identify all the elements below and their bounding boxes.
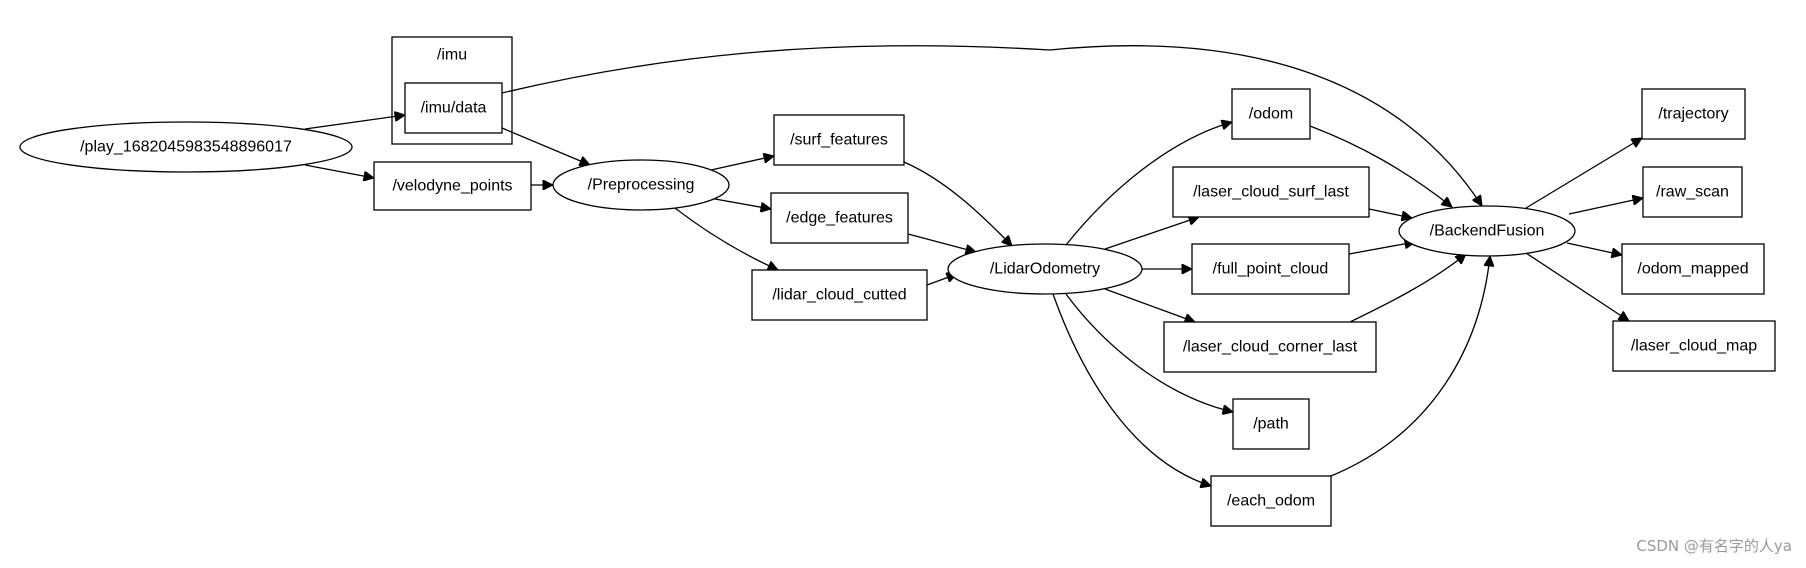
topic-surf-features[interactable]: /surf_features bbox=[773, 114, 905, 166]
topic-surf-features-shape bbox=[773, 114, 905, 166]
topic-each-odom-shape bbox=[1210, 475, 1332, 527]
edge-play-to-imu-data bbox=[304, 115, 405, 130]
topic-full-point-cloud-label: /full_point_cloud bbox=[1213, 261, 1329, 278]
topic-odom[interactable]: /odom bbox=[1231, 88, 1311, 140]
edge-imu-data-to-preprocessing bbox=[501, 127, 590, 165]
node-play-shape bbox=[19, 121, 353, 173]
topic-path-shape bbox=[1232, 398, 1310, 450]
topic-path-label: /path bbox=[1253, 416, 1289, 433]
edge-preprocessing-to-surf-features bbox=[710, 156, 774, 171]
topic-laser-cloud-surf-last[interactable]: /laser_cloud_surf_last bbox=[1172, 166, 1370, 218]
topic-laser-cloud-corner-last-label: /laser_cloud_corner_last bbox=[1183, 339, 1358, 356]
edge-lidar-odometry-to-odom bbox=[1065, 122, 1232, 246]
watermark-text: CSDN @有名字的人ya bbox=[1636, 537, 1792, 555]
topic-trajectory[interactable]: /trajectory bbox=[1641, 88, 1746, 140]
clusters-layer: /imu bbox=[391, 36, 513, 145]
topic-each-odom-label: /each_odom bbox=[1227, 493, 1315, 510]
topic-imu-data-label: /imu/data bbox=[421, 100, 487, 117]
node-preprocessing[interactable]: /Preprocessing bbox=[552, 159, 730, 211]
node-play[interactable]: /play_1682045983548896017 bbox=[19, 121, 353, 173]
topic-lidar-cloud-cutted-label: /lidar_cloud_cutted bbox=[772, 287, 906, 304]
topic-velodyne-points-label: /velodyne_points bbox=[392, 178, 512, 195]
topic-trajectory-label: /trajectory bbox=[1658, 106, 1728, 123]
node-preprocessing-shape bbox=[552, 159, 730, 211]
edge-lidar-odometry-to-laser-cloud-corner-last bbox=[1104, 288, 1195, 322]
topic-surf-features-label: /surf_features bbox=[790, 132, 888, 149]
edges-layer bbox=[304, 45, 1643, 486]
topic-odom-label: /odom bbox=[1249, 106, 1293, 123]
edge-play-to-velodyne-points bbox=[304, 164, 374, 178]
node-preprocessing-label: /Preprocessing bbox=[588, 177, 695, 194]
edge-backend-fusion-to-odom-mapped bbox=[1566, 242, 1622, 255]
topic-edge-features-label: /edge_features bbox=[786, 210, 893, 227]
topic-laser-cloud-corner-last[interactable]: /laser_cloud_corner_last bbox=[1163, 321, 1377, 373]
edge-lidar-odometry-to-each-odom bbox=[1052, 293, 1211, 486]
topic-edge-features-shape bbox=[770, 192, 909, 244]
topic-lidar-cloud-cutted[interactable]: /lidar_cloud_cutted bbox=[751, 269, 928, 321]
edge-edge-features-to-lidar-odometry bbox=[907, 233, 976, 252]
edge-laser-cloud-corner-last-to-backend-fusion bbox=[1349, 254, 1466, 323]
topic-full-point-cloud-shape bbox=[1191, 243, 1350, 295]
edge-backend-fusion-to-laser-cloud-map bbox=[1525, 252, 1629, 321]
topic-imu-data-shape bbox=[404, 82, 503, 134]
node-lidar-odometry-label: /LidarOdometry bbox=[990, 261, 1100, 278]
topic-full-point-cloud[interactable]: /full_point_cloud bbox=[1191, 243, 1350, 295]
edge-lidar-odometry-to-laser-cloud-surf-last bbox=[1104, 217, 1199, 250]
nodes-layer: /play_1682045983548896017/imu/data/velod… bbox=[19, 82, 1776, 527]
edge-preprocessing-to-edge-features bbox=[714, 198, 771, 209]
edge-preprocessing-to-lidar-cloud-cutted bbox=[674, 207, 778, 270]
edge-laser-cloud-surf-last-to-backend-fusion bbox=[1368, 208, 1412, 218]
topic-laser-cloud-map[interactable]: /laser_cloud_map bbox=[1612, 320, 1776, 372]
topic-odom-mapped-label: /odom_mapped bbox=[1637, 261, 1748, 278]
topic-odom-shape bbox=[1231, 88, 1311, 140]
node-lidar-odometry[interactable]: /LidarOdometry bbox=[947, 243, 1143, 295]
topic-velodyne-points-shape bbox=[373, 161, 532, 211]
topic-laser-cloud-surf-last-shape bbox=[1172, 166, 1370, 218]
topic-raw-scan-shape bbox=[1642, 166, 1743, 218]
cluster-imu-label: /imu bbox=[437, 47, 467, 64]
edge-full-point-cloud-to-backend-fusion bbox=[1348, 242, 1415, 255]
topic-laser-cloud-map-label: /laser_cloud_map bbox=[1631, 338, 1757, 355]
topic-edge-features[interactable]: /edge_features bbox=[770, 192, 909, 244]
edge-lidar-odometry-to-path bbox=[1065, 293, 1233, 412]
topic-odom-mapped[interactable]: /odom_mapped bbox=[1621, 243, 1765, 295]
topic-velodyne-points[interactable]: /velodyne_points bbox=[373, 161, 532, 211]
edge-odom-to-backend-fusion bbox=[1309, 125, 1452, 207]
cluster-imu-frame bbox=[391, 36, 513, 145]
topic-raw-scan-label: /raw_scan bbox=[1656, 184, 1729, 201]
node-lidar-odometry-shape bbox=[947, 243, 1143, 295]
topic-trajectory-shape bbox=[1641, 88, 1746, 140]
topic-odom-mapped-shape bbox=[1621, 243, 1765, 295]
node-backend-fusion-label: /BackendFusion bbox=[1430, 223, 1545, 240]
edge-surf-features-to-lidar-odometry bbox=[903, 161, 1012, 246]
edge-each-odom-to-backend-fusion bbox=[1330, 256, 1490, 477]
edge-backend-fusion-to-trajectory bbox=[1525, 138, 1642, 209]
topic-each-odom[interactable]: /each_odom bbox=[1210, 475, 1332, 527]
edge-backend-fusion-to-raw-scan bbox=[1568, 198, 1643, 215]
topic-laser-cloud-map-shape bbox=[1612, 320, 1776, 372]
topic-path[interactable]: /path bbox=[1232, 398, 1310, 450]
topic-raw-scan[interactable]: /raw_scan bbox=[1642, 166, 1743, 218]
topic-laser-cloud-corner-last-shape bbox=[1163, 321, 1377, 373]
node-play-label: /play_1682045983548896017 bbox=[80, 139, 292, 156]
topic-laser-cloud-surf-last-label: /laser_cloud_surf_last bbox=[1193, 184, 1349, 201]
topic-lidar-cloud-cutted-shape bbox=[751, 269, 928, 321]
node-backend-fusion[interactable]: /BackendFusion bbox=[1398, 205, 1576, 257]
node-backend-fusion-shape bbox=[1398, 205, 1576, 257]
topic-imu-data[interactable]: /imu/data bbox=[404, 82, 503, 134]
cluster-imu: /imu bbox=[391, 36, 513, 145]
edge-imu-data-to-backend-fusion bbox=[501, 45, 1482, 206]
